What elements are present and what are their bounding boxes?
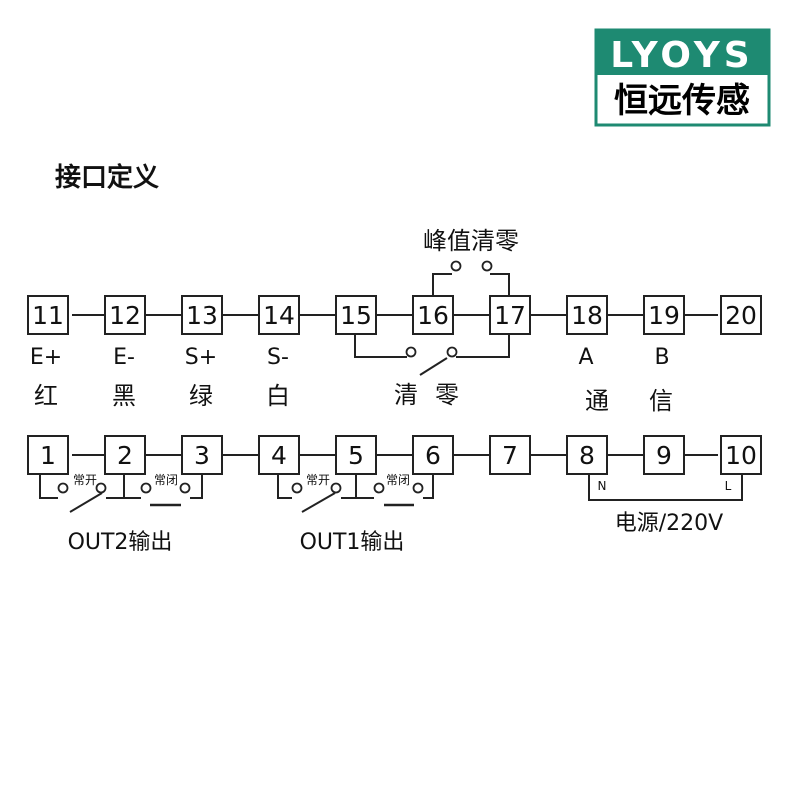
terminal-bottom-1-number: 1 (40, 441, 56, 470)
terminal-top-11-box (27, 295, 69, 335)
comm-label-1: 通 (585, 387, 609, 415)
out1-no-contact-2 (330, 482, 342, 494)
terminal-bottom-10-box (720, 435, 762, 475)
peak-clear-wire-left (432, 273, 452, 296)
terminal-bottom-6-number: 6 (425, 441, 441, 470)
out1-wire-common (341, 475, 357, 499)
power-live: L (725, 479, 732, 493)
out2-wire-left (39, 475, 58, 499)
terminal-bottom-6-box (412, 435, 454, 475)
logo-banner (596, 30, 769, 75)
terminal-bottom-8-number: 8 (579, 441, 595, 470)
signal-e-plus: E+ (30, 345, 62, 370)
out2-normally-open: 常开 (73, 473, 97, 487)
peak-clear-switch: 峰值清零 (423, 227, 519, 296)
terminal-top-18-number: 18 (571, 301, 603, 330)
terminal-bottom-5-number: 5 (348, 441, 364, 470)
terminal-top-20-box (720, 295, 762, 335)
out1-no-contact-1 (291, 482, 303, 494)
power-wire (588, 475, 743, 501)
power-input: N L 电源/220V (588, 475, 743, 536)
out2-normally-closed: 常闭 (154, 473, 178, 487)
comm-a: A (578, 345, 593, 370)
peak-clear-label: 峰值清零 (423, 227, 519, 255)
comm-b: B (654, 345, 669, 370)
terminal-top-19-number: 19 (648, 301, 680, 330)
clear-wire-left (354, 334, 407, 358)
out2-label: OUT2输出 (68, 530, 173, 555)
section-title: 接口定义 (55, 162, 159, 193)
clear-contact-left (405, 346, 417, 358)
terminal-bottom-3-box (181, 435, 223, 475)
out2-relay: 常开 常闭 OUT2输出 (39, 473, 203, 555)
terminal-top-13-box (181, 295, 223, 335)
terminal-top-17-number: 17 (494, 301, 526, 330)
out1-nc-contact-1 (373, 482, 385, 494)
logo-brand: LYOYS (610, 35, 753, 76)
terminal-bottom-8-box (566, 435, 608, 475)
terminal-top-15-number: 15 (340, 301, 372, 330)
out1-no-lever (301, 492, 336, 513)
wire-color-red: 红 (34, 382, 58, 410)
wire-color-green: 绿 (189, 382, 213, 410)
out1-nc-contact-2 (412, 482, 424, 494)
power-neutral: N (598, 479, 607, 493)
bottom-terminal-strip: 1 2 3 4 5 6 7 8 9 10 (27, 435, 762, 475)
wire-color-white: 白 (266, 382, 290, 410)
out1-label: OUT1输出 (300, 530, 405, 555)
signal-s-plus: S+ (185, 345, 217, 370)
out2-nc-contact-1 (140, 482, 152, 494)
terminal-top-11-number: 11 (32, 301, 64, 330)
peak-clear-contact-right (481, 260, 493, 272)
terminal-bottom-3-number: 3 (194, 441, 210, 470)
clear-label-1: 清 (394, 381, 418, 409)
signal-s-minus: S- (267, 345, 289, 370)
wire-color-black: 黑 (112, 382, 136, 410)
out2-nc-contact-2 (179, 482, 191, 494)
comm-label-2: 信 (649, 387, 673, 415)
terminal-bottom-7-box (489, 435, 531, 475)
clear-switch-lever (419, 357, 448, 376)
out2-no-lever (69, 492, 103, 513)
terminal-bottom-2-number: 2 (117, 441, 133, 470)
terminal-top-14-number: 14 (263, 301, 295, 330)
terminal-bottom-10-number: 10 (725, 441, 757, 470)
clear-label-2: 零 (435, 381, 459, 409)
terminal-bottom-4-number: 4 (271, 441, 287, 470)
clear-switch: 清 零 (354, 334, 510, 409)
terminal-top-14-box (258, 295, 300, 335)
terminal-bottom-9-number: 9 (656, 441, 672, 470)
terminal-top-12-number: 12 (109, 301, 141, 330)
terminal-bottom-7-number: 7 (502, 441, 518, 470)
terminal-top-20-number: 20 (725, 301, 757, 330)
out1-normally-closed: 常闭 (386, 473, 410, 487)
terminal-bottom-2-box (104, 435, 146, 475)
out1-normally-open: 常开 (306, 473, 330, 487)
logo-name: 恒远传感 (614, 81, 750, 121)
terminal-top-16-number: 16 (417, 301, 449, 330)
terminal-bottom-1-box (27, 435, 69, 475)
out1-wire-right (423, 475, 434, 499)
brand-logo: LYOYS 恒远传感 (594, 28, 771, 127)
clear-contact-right (446, 346, 458, 358)
out2-wire-common (106, 475, 125, 499)
signal-e-minus: E- (113, 345, 135, 370)
terminal-top-12-box (104, 295, 146, 335)
terminal-top-18-box (566, 295, 608, 335)
terminal-top-13-number: 13 (186, 301, 218, 330)
out2-no-contact-1 (57, 482, 69, 494)
terminal-bottom-9-box (643, 435, 685, 475)
terminal-bottom-5-box (335, 435, 377, 475)
power-label: 电源/220V (615, 511, 723, 536)
clear-wire-right (456, 334, 510, 358)
out1-relay: 常开 常闭 OUT1输出 (277, 473, 434, 555)
out2-wire-right (190, 475, 203, 499)
terminal-top-19-box (643, 295, 685, 335)
terminal-bottom-4-box (258, 435, 300, 475)
peak-clear-contact-left (450, 260, 462, 272)
out1-wire-left (277, 475, 292, 499)
out2-no-contact-2 (95, 482, 107, 494)
peak-clear-wire-right (490, 273, 510, 296)
